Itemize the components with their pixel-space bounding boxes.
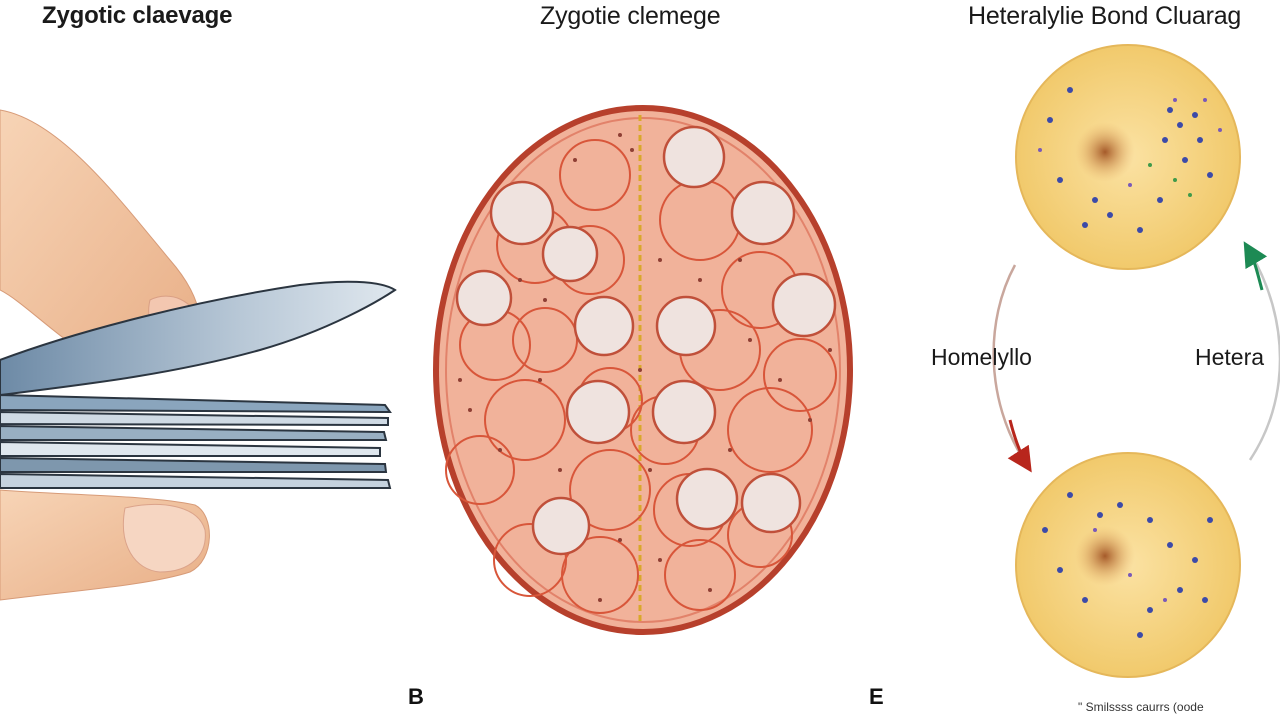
- sheet-stack: [0, 393, 392, 489]
- title-bond-cleavage: Heteralylie Bond Cluarag: [968, 2, 1242, 30]
- green-arrow: [1243, 241, 1280, 461]
- pale-cells: [455, 125, 837, 556]
- label-homolytic: Homelyllo: [931, 344, 1032, 370]
- label-heterolytic: Hetera: [1195, 344, 1265, 370]
- hand-sheets-illustration: [0, 109, 397, 601]
- title-zygotic-cleavage: Zygotic claevage: [42, 2, 233, 29]
- red-arrow-head-stroke: [1008, 419, 1027, 463]
- panel-letter-e: E: [869, 684, 884, 709]
- thumbnail: [123, 503, 206, 573]
- curled-sheet: [0, 280, 397, 397]
- title-center-diagram: Zygotie clemege: [540, 2, 721, 30]
- granules: [458, 133, 832, 602]
- green-arrow-head-stroke: [1248, 251, 1264, 291]
- cell-bottom: [1015, 452, 1241, 678]
- red-arrow: [992, 264, 1032, 473]
- cell-top: [1015, 44, 1241, 270]
- panel-letter-b: B: [408, 684, 424, 709]
- footnote-caption: " Smilssss caurrs (oode: [1078, 700, 1204, 714]
